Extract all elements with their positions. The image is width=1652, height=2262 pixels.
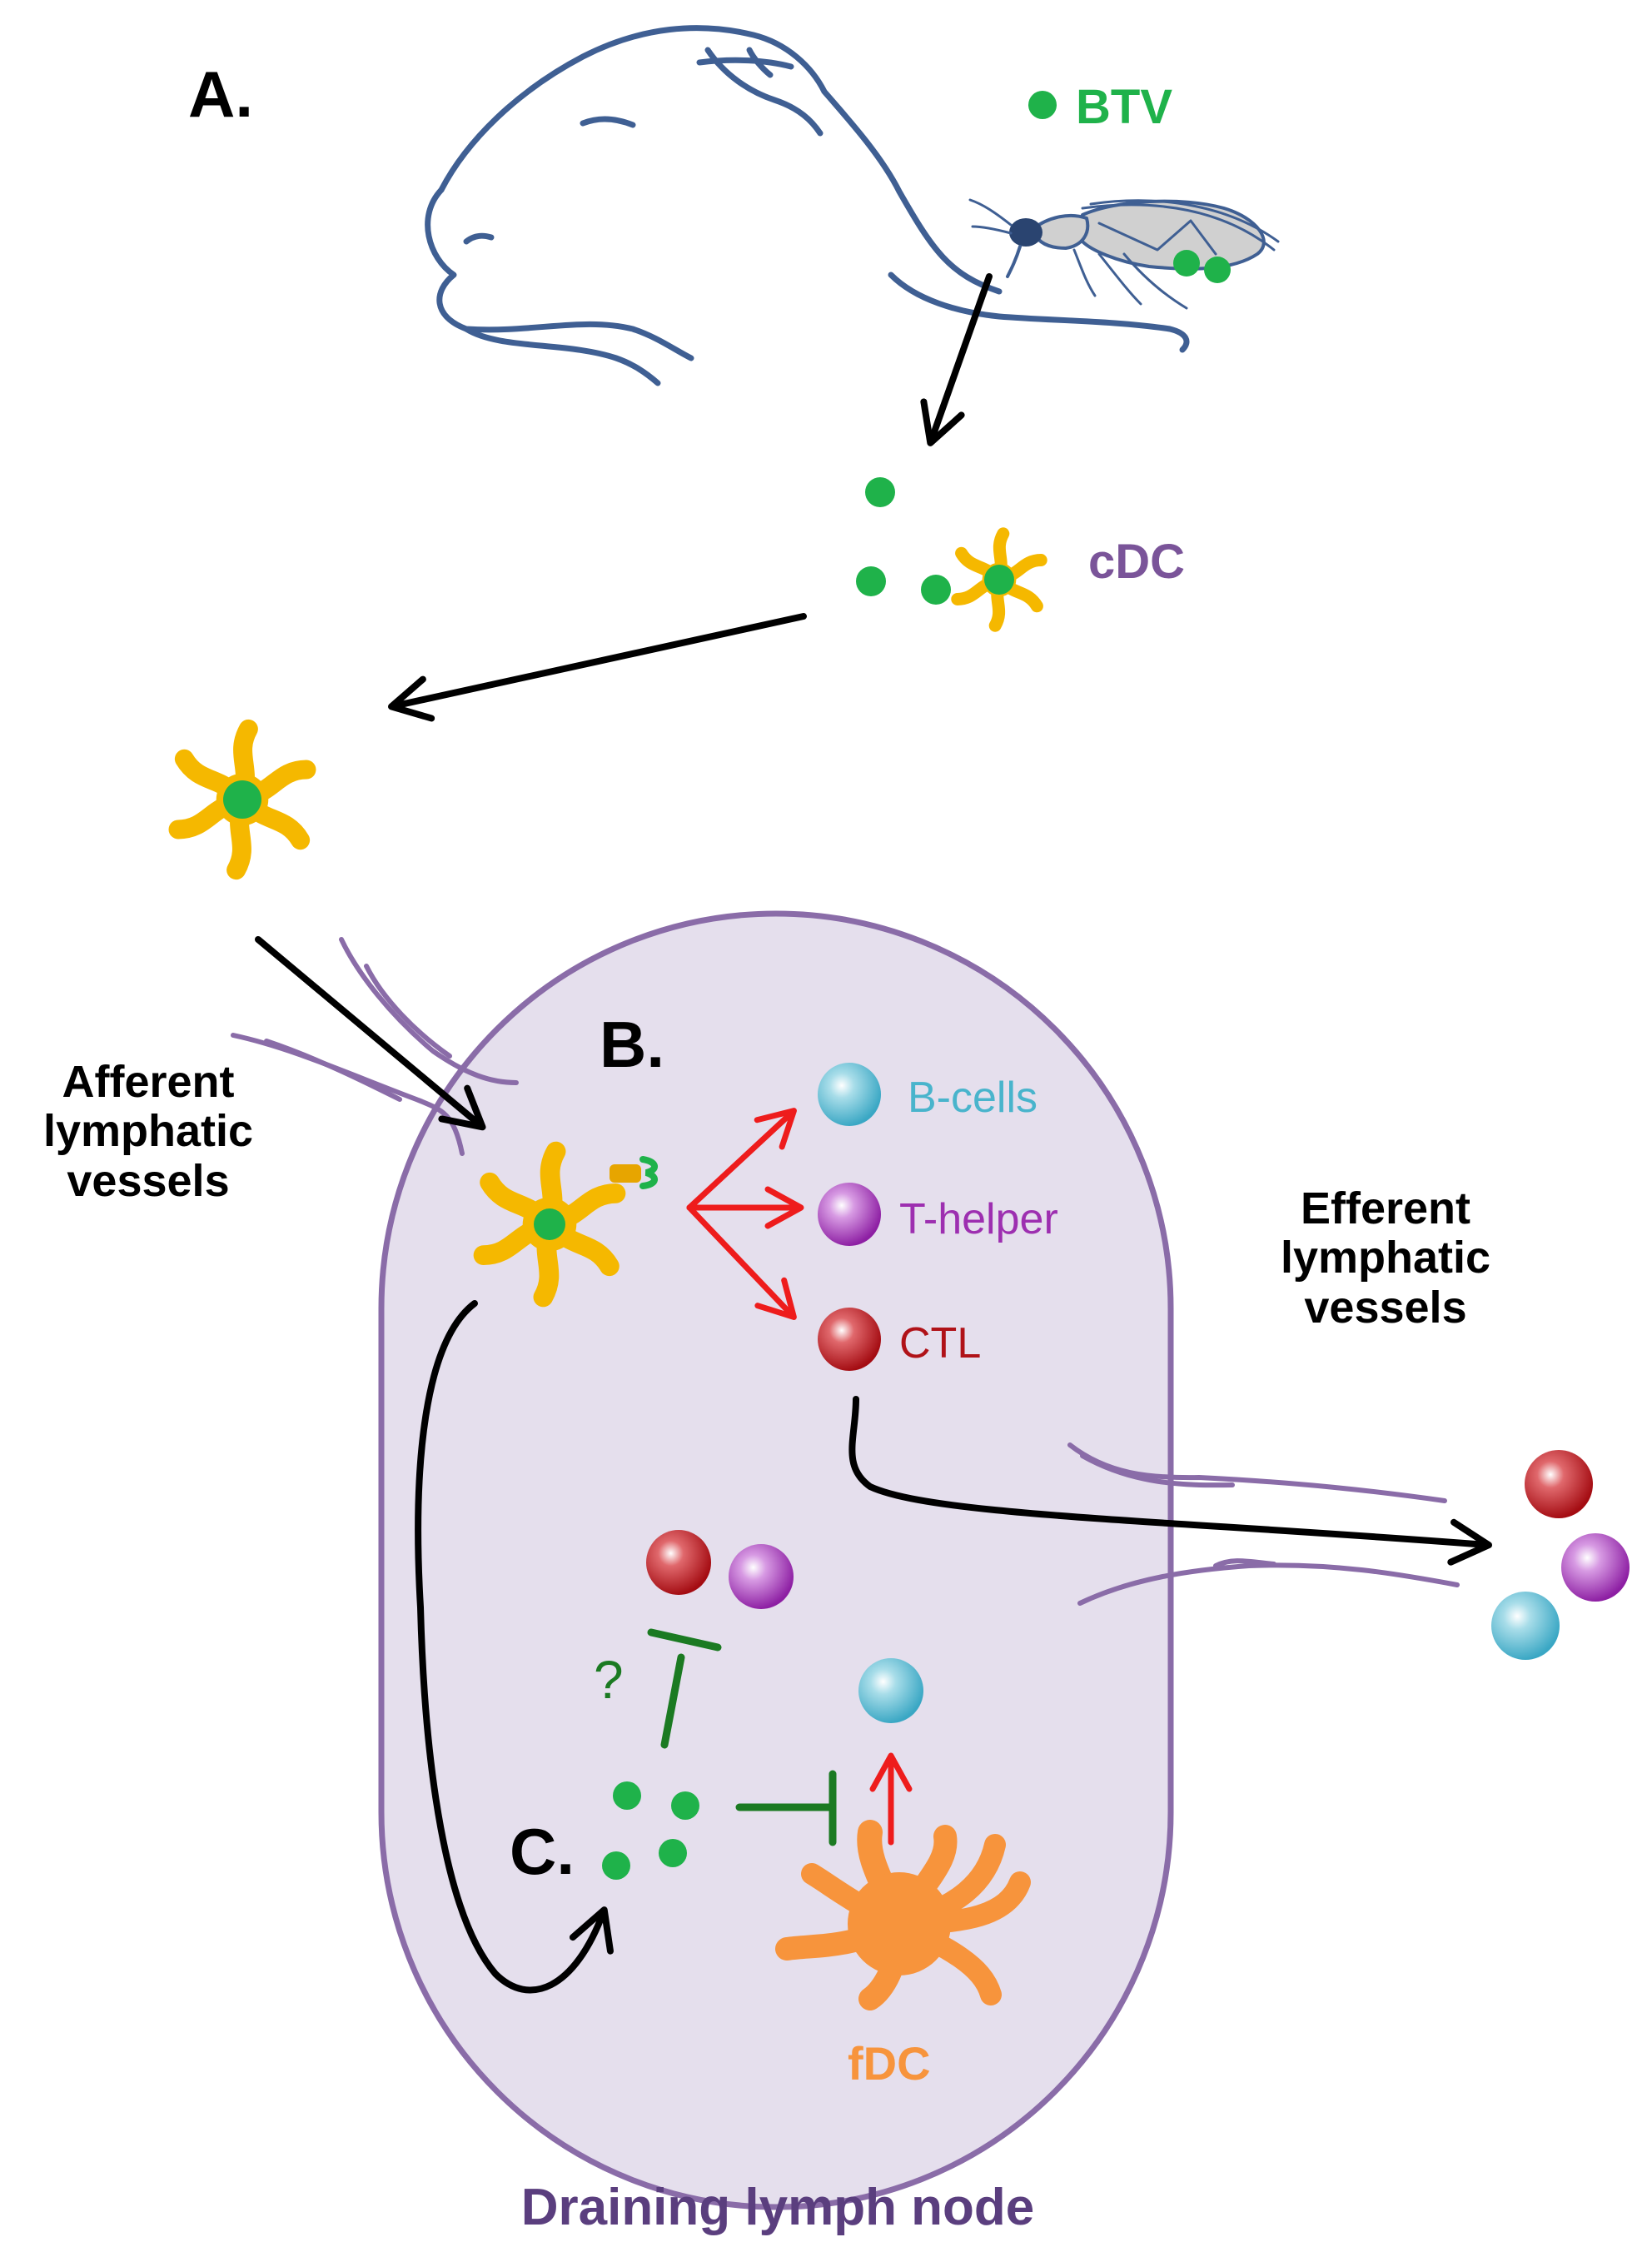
virion — [865, 477, 895, 507]
virion — [984, 565, 1014, 595]
arrow-dc-to-germinal-center — [415, 1300, 614, 1994]
panel-a-label: A. — [188, 57, 253, 131]
t-helper-cell — [1561, 1533, 1630, 1602]
efferent-vessels-label: Efferent lymphatic vessels — [1280, 1183, 1491, 1333]
presented-antigen — [639, 1156, 658, 1189]
unknown-mechanism-label: ? — [594, 1650, 624, 1710]
btv-legend-dot — [1028, 91, 1057, 119]
fdc-label: fDC — [848, 2037, 931, 2090]
virion — [223, 780, 261, 819]
mhc-receptor — [610, 1164, 641, 1183]
panel-c-label: C. — [510, 1815, 575, 1888]
efferent-vessels — [1067, 1442, 1460, 1606]
virion — [856, 566, 886, 596]
midge-illustration — [968, 198, 1280, 310]
afferent-vessels-label: Afferent lymphatic vessels — [42, 1057, 254, 1206]
b-cell — [1491, 1592, 1560, 1660]
fdc-cell — [775, 1820, 1031, 2010]
ctl-cell — [646, 1530, 711, 1595]
virion-cluster — [602, 1781, 699, 1880]
lymph-node-title: Draining lymph node — [520, 2179, 1035, 2236]
b-cells-label: B-cells — [908, 1074, 1038, 1122]
ctl-cell — [818, 1308, 881, 1371]
t-helper-cell — [818, 1183, 881, 1246]
ctl-cell — [1525, 1450, 1593, 1518]
ctl-label: CTL — [899, 1319, 982, 1368]
virion — [921, 575, 951, 605]
arrow-ctl-to-efferent — [848, 1396, 1492, 1566]
t-helper-label: T-helper — [899, 1195, 1058, 1243]
arrow-dc-to-lymph-node — [255, 936, 486, 1131]
b-cell — [858, 1658, 923, 1723]
arrow-midge-to-skin — [920, 273, 993, 446]
cdc-label: cDC — [1088, 535, 1186, 589]
t-helper-cell — [729, 1544, 794, 1609]
b-cell — [818, 1063, 881, 1126]
virion — [534, 1208, 565, 1240]
inhibition-markers — [647, 1628, 837, 1846]
arrow-skin-to-migrating-dc — [388, 613, 807, 722]
btv-label: BTV — [1076, 80, 1172, 134]
panel-b-label: B. — [600, 1008, 664, 1081]
activation-arrows — [686, 1108, 913, 1846]
sheep-illustration — [425, 25, 1190, 386]
